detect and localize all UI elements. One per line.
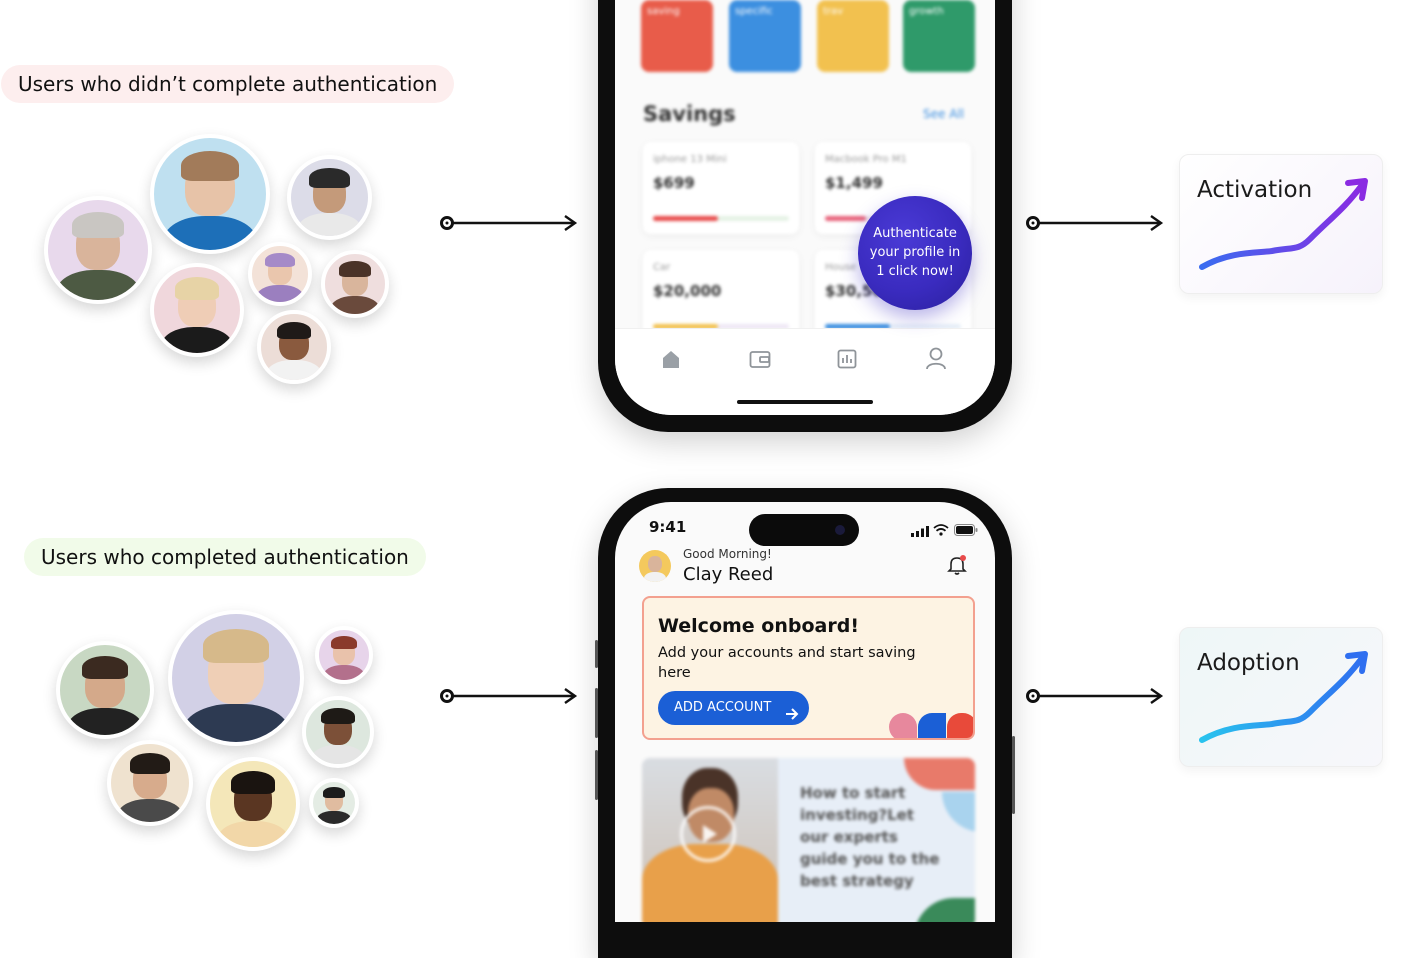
goal-progress-fill	[653, 216, 719, 221]
side-button	[1012, 736, 1015, 814]
savings-card[interactable]: Car $20,000	[643, 250, 799, 342]
avatar	[302, 696, 374, 768]
category-label: trav	[823, 6, 844, 17]
play-icon[interactable]	[680, 806, 736, 862]
label-not-completed: Users who didn’t complete authentication	[1, 65, 455, 103]
goal-amount: $20,000	[653, 282, 722, 300]
activation-title: Activation	[1197, 177, 1313, 203]
avatar	[321, 250, 389, 318]
activation-card: Activation	[1179, 154, 1383, 294]
welcome-body: Add your accounts and start saving here	[658, 645, 916, 681]
label-completed: Users who completed authentication	[24, 538, 426, 576]
goal-progress-bar	[825, 324, 961, 329]
category-label: saving	[647, 6, 680, 17]
avatar	[56, 641, 154, 739]
adoption-card: Adoption	[1179, 627, 1383, 767]
signal-icon	[911, 522, 929, 537]
greeting-text: Good Morning!	[683, 547, 772, 561]
phone-top-screen: saving specific trav growth Savings See …	[615, 0, 995, 415]
video-thumbnail	[642, 758, 778, 922]
wallet-icon[interactable]	[749, 349, 771, 369]
arrow-app-to-activation	[1025, 215, 1165, 231]
video-title: How to start investing?Let our experts g…	[800, 784, 940, 890]
category-tile[interactable]: saving	[641, 0, 713, 72]
trend-up-icon	[1199, 178, 1368, 270]
avatar	[248, 242, 312, 306]
add-account-label: ADD ACCOUNT	[674, 700, 772, 715]
goal-amount: $1,499	[825, 174, 883, 192]
category-tile[interactable]: growth	[903, 0, 975, 72]
badge-line: your profile in	[869, 245, 961, 260]
goal-progress-fill	[825, 324, 891, 329]
chart-icon[interactable]	[837, 349, 857, 369]
goal-progress-fill	[653, 324, 719, 329]
add-account-button[interactable]: ADD ACCOUNT	[658, 691, 809, 725]
goal-name: House	[825, 262, 857, 273]
avatar	[309, 778, 359, 828]
avatar	[150, 263, 244, 357]
status-time: 9:41	[649, 518, 687, 536]
battery-icon	[954, 521, 978, 536]
side-button	[595, 640, 598, 668]
category-label: specific	[735, 6, 773, 17]
authenticate-badge[interactable]: Authenticate your profile in 1 click now…	[858, 196, 972, 310]
goal-progress-fill	[825, 216, 866, 221]
arrow-users-to-app-bottom	[439, 688, 579, 704]
phone-bottom-screen: 9:41 Good Morning! Clay Reed Welcome onb…	[615, 502, 995, 922]
side-button	[595, 750, 598, 800]
badge-line: 1 click now!	[876, 264, 954, 279]
goal-amount: $699	[653, 174, 695, 192]
savings-title: Savings	[643, 102, 736, 126]
avatar	[44, 196, 152, 304]
video-card[interactable]: How to start investing?Let our experts g…	[642, 758, 975, 922]
category-label: growth	[909, 6, 944, 17]
avatar	[107, 740, 193, 826]
goal-progress-bar	[653, 324, 789, 329]
goal-name: Macbook Pro M1	[825, 154, 907, 165]
avatar	[315, 626, 373, 684]
side-button	[595, 688, 598, 738]
user-name: Clay Reed	[683, 564, 774, 585]
avatar	[150, 134, 270, 254]
bell-icon[interactable]	[946, 554, 968, 576]
wifi-icon	[933, 521, 949, 536]
goal-name: Car	[653, 262, 671, 273]
arrow-right-icon	[785, 701, 799, 720]
goal-name: iphone 13 Mini	[653, 154, 727, 165]
avatar[interactable]	[639, 550, 671, 582]
trend-up-icon	[1199, 651, 1368, 743]
arrow-app-to-adoption	[1025, 688, 1165, 704]
profile-icon[interactable]	[925, 347, 947, 371]
bottom-nav	[615, 328, 995, 415]
goal-progress-bar	[653, 216, 789, 221]
avatar	[287, 155, 372, 240]
home-icon[interactable]	[661, 349, 681, 369]
badge-line: Authenticate	[873, 226, 957, 241]
category-tile[interactable]: specific	[729, 0, 801, 72]
dynamic-island	[749, 514, 859, 546]
see-all-link[interactable]: See All	[923, 107, 965, 121]
welcome-card: Welcome onboard! Add your accounts and s…	[642, 596, 975, 740]
adoption-title: Adoption	[1197, 650, 1300, 676]
savings-card[interactable]: iphone 13 Mini $699	[643, 142, 799, 234]
arrow-users-to-app-top	[439, 215, 579, 231]
avatar	[168, 610, 304, 746]
phone-bottom: 9:41 Good Morning! Clay Reed Welcome onb…	[595, 488, 1015, 958]
home-indicator	[737, 400, 873, 404]
decor-shapes	[889, 713, 973, 738]
avatar	[257, 310, 331, 384]
category-tile[interactable]: trav	[817, 0, 889, 72]
avatar	[206, 757, 300, 851]
welcome-title: Welcome onboard!	[658, 615, 859, 637]
